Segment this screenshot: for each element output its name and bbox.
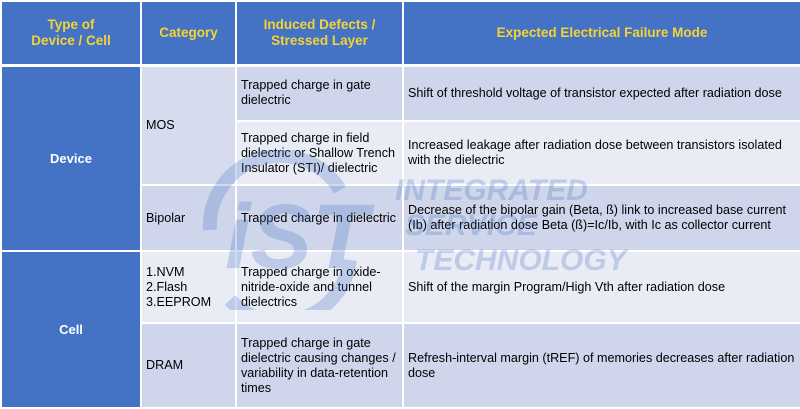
- defect-cell: Trapped charge in gate dielectric: [235, 64, 404, 122]
- failure-cell: Refresh-interval margin (tREF) of memori…: [402, 322, 800, 409]
- category-nvm: 1.NVM 2.Flash 3.EEPROM: [140, 250, 237, 324]
- failure-cell: Shift of the margin Program/High Vth aft…: [402, 250, 800, 324]
- header-failure-mode: Expected Electrical Failure Mode: [402, 0, 800, 67]
- defect-cell: Trapped charge in gate dielectric causin…: [235, 322, 404, 409]
- category-dram: DRAM: [140, 322, 237, 409]
- category-flash-line: 2.Flash: [146, 279, 188, 294]
- defect-cell: Trapped charge in dielectric: [235, 184, 404, 252]
- table-row: Bipolar Trapped charge in dielectric Dec…: [1, 184, 800, 252]
- category-mos: MOS: [140, 64, 237, 186]
- table-row: DRAM Trapped charge in gate dielectric c…: [1, 322, 800, 409]
- header-defects: Induced Defects /Stressed Layer: [235, 0, 404, 67]
- category-nvm-line: 1.NVM: [146, 264, 185, 279]
- defect-cell: Trapped charge in oxide-nitride-oxide an…: [235, 250, 404, 324]
- group-cell: Cell: [0, 250, 142, 409]
- group-device: Device: [0, 64, 142, 252]
- table-row: Trapped charge in field dielectric or Sh…: [1, 120, 800, 186]
- table-row: Device MOS Trapped charge in gate dielec…: [0, 64, 800, 252]
- failure-cell: Shift of threshold voltage of transistor…: [402, 64, 800, 122]
- failure-cell: Increased leakage after radiation dose b…: [402, 120, 800, 186]
- defect-cell: Trapped charge in field dielectric or Sh…: [235, 120, 404, 186]
- category-bipolar: Bipolar: [140, 184, 237, 252]
- header-category: Category: [140, 0, 237, 67]
- category-eeprom-line: 3.EEPROM: [146, 294, 212, 309]
- table-row: Cell 1.NVM 2.Flash 3.EEPROM Trapped char…: [0, 250, 800, 409]
- failure-cell: Decrease of the bipolar gain (Beta, ß) l…: [402, 184, 800, 252]
